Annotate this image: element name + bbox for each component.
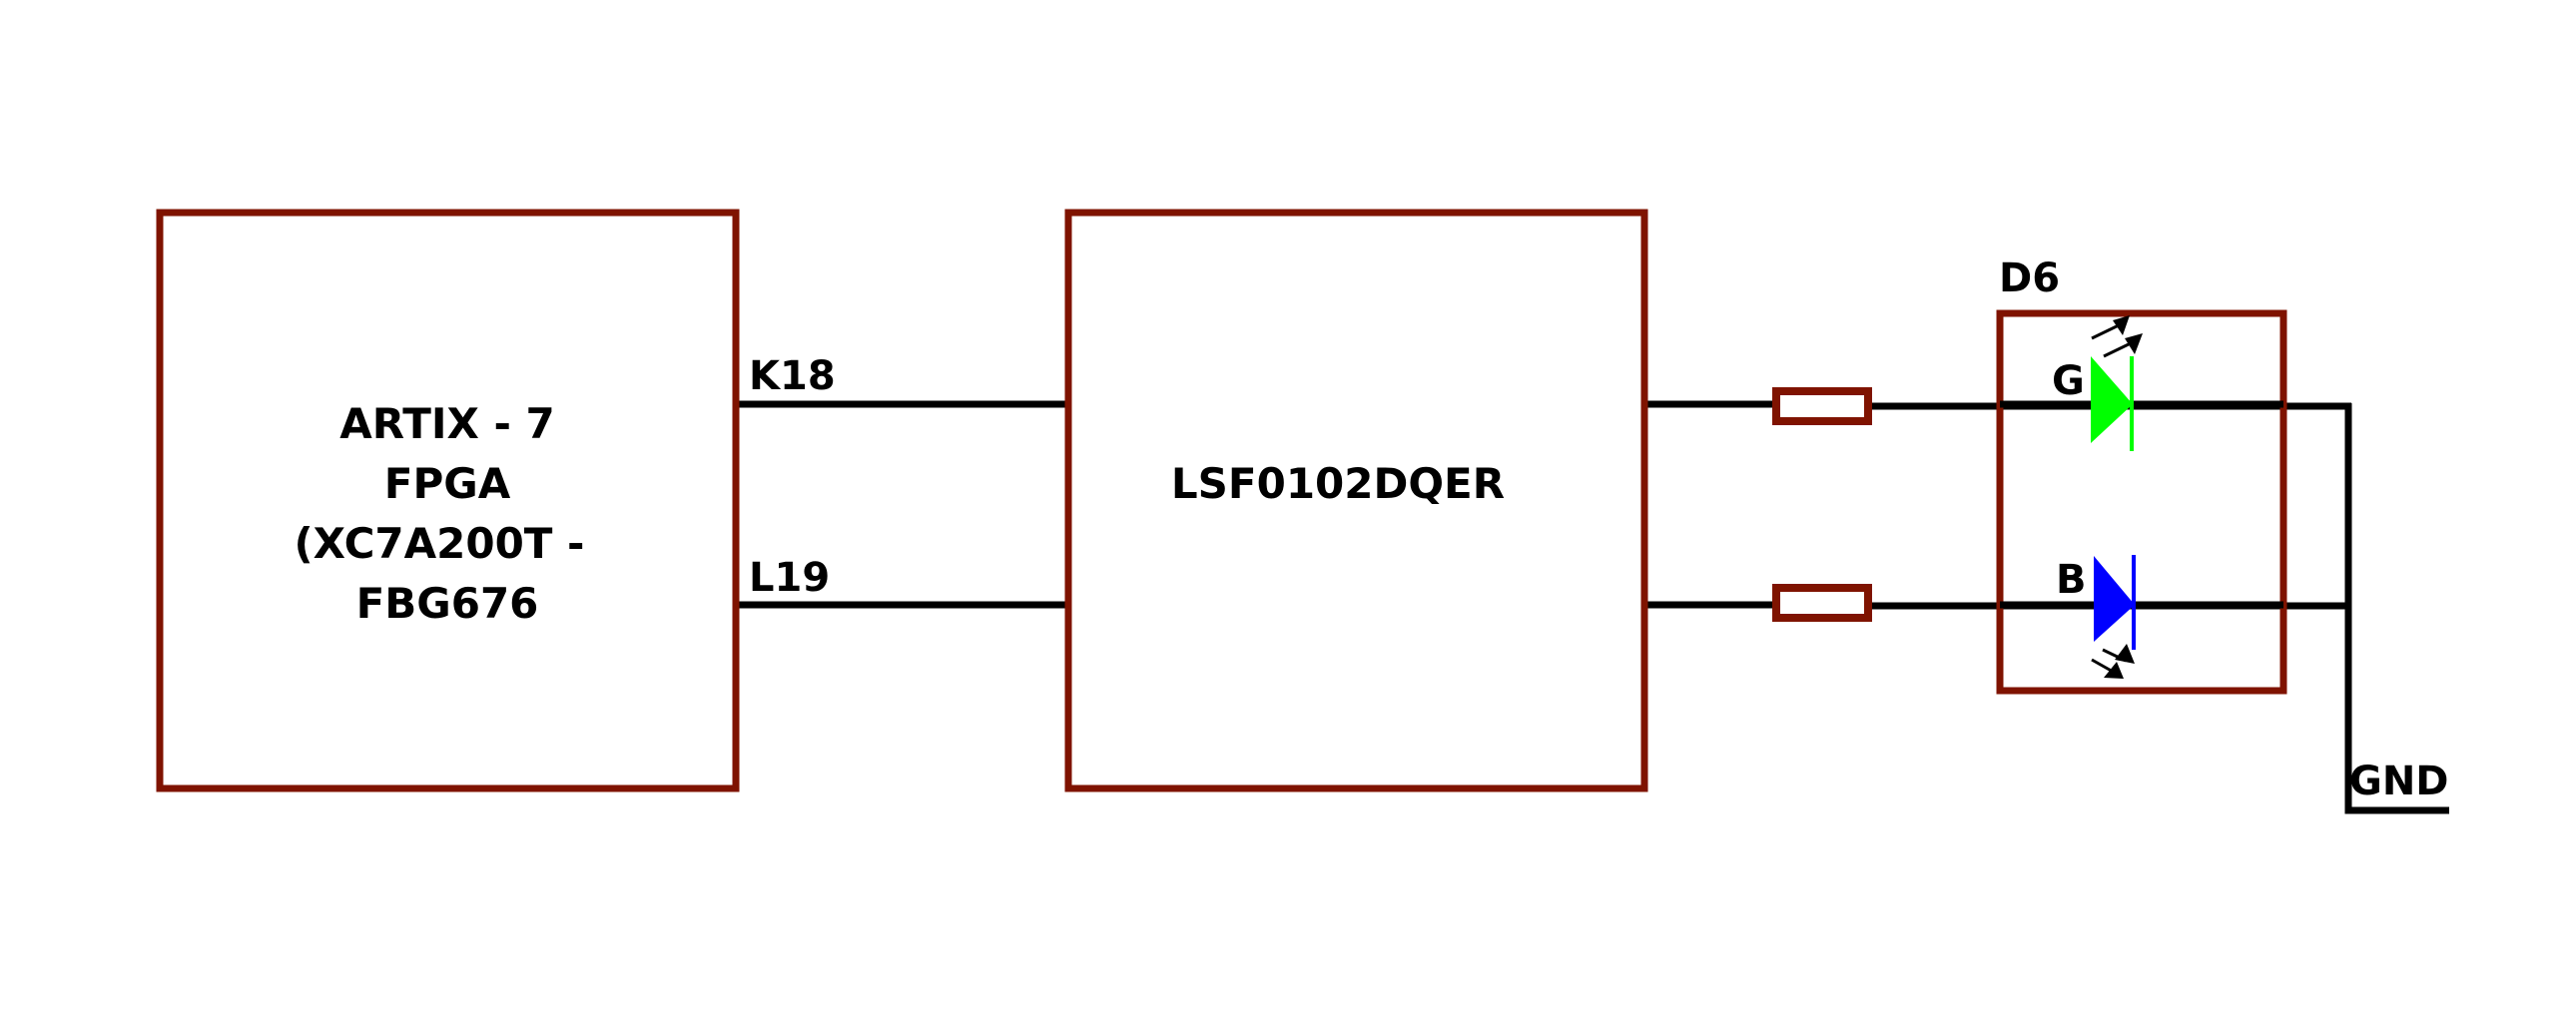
light-arrow-icon [2091, 315, 2143, 358]
led-package-box [1996, 309, 2287, 695]
led-blue: B [2000, 555, 2283, 679]
net-label-k18: K18 [749, 353, 836, 399]
level-shifter-block: LSF0102DQER [1064, 209, 1648, 792]
resistor-2 [1772, 584, 1872, 622]
fpga-label-line2: FPGA [384, 459, 511, 508]
led-blue-anode-triangle [2094, 556, 2135, 642]
level-shifter-box [1064, 209, 1648, 792]
light-arrow-icon [2091, 644, 2135, 679]
fpga-block: ARTIX - 7 FPGA (XC7A200T - FBG676 [156, 209, 740, 792]
led-ref-label: D6 [1999, 256, 2060, 301]
led-blue-label: B [2056, 557, 2087, 603]
resistor-1 [1772, 387, 1872, 425]
fpga-box [156, 209, 740, 792]
net-label-l19: L19 [749, 555, 830, 601]
led-green-label: G [2052, 358, 2085, 404]
ground-label: GND [2349, 759, 2449, 804]
level-shifter-label: LSF0102DQER [1171, 459, 1505, 508]
wire-ground [2344, 403, 2449, 814]
led-green-anode-triangle [2091, 356, 2133, 443]
led-green: G [2000, 315, 2283, 451]
fpga-label-line3: (XC7A200T - [294, 519, 584, 568]
led-package-d6: D6 G B [1996, 256, 2287, 695]
fpga-label-line4: FBG676 [356, 579, 539, 628]
fpga-label-line1: ARTIX - 7 [339, 399, 555, 448]
